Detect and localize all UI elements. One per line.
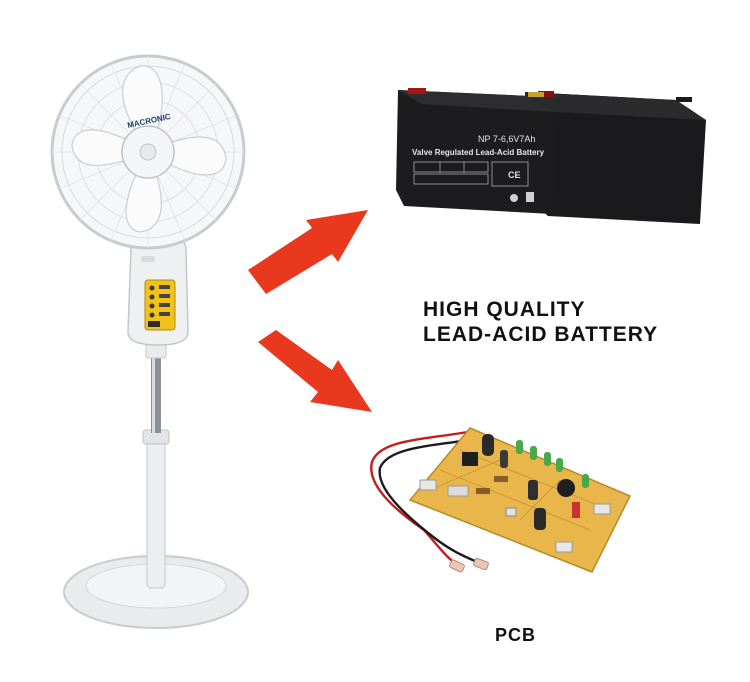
fan-pole-chrome	[151, 355, 161, 433]
battery-front: NP 7-6,6V7Ah Valve Regulated Lead-Acid B…	[396, 88, 556, 214]
pcb-components	[419, 434, 611, 553]
fan-pole-lower	[146, 437, 166, 589]
arrow-to-pcb-icon	[258, 330, 372, 412]
arrow-to-battery-icon	[248, 210, 368, 294]
battery-type-label: Valve Regulated Lead-Acid Battery	[412, 148, 545, 157]
battery-model-label: NP 7-6,6V7Ah	[478, 134, 535, 144]
battery-back	[525, 91, 706, 224]
svg-text:CE: CE	[508, 170, 521, 180]
stand-fan: MACRONIC	[50, 54, 249, 629]
pcb-caption: PCB	[495, 625, 537, 645]
battery-caption-line-2: LEAD-ACID BATTERY	[423, 323, 659, 346]
lead-acid-batteries: NP 7-6,6V7Ah Valve Regulated Lead-Acid B…	[396, 88, 706, 224]
battery-caption-line-1: HIGH QUALITY	[423, 298, 586, 321]
pcb-wire-red	[370, 430, 469, 568]
pcb-wire-black	[378, 438, 483, 566]
battery-cert-icons: CE	[508, 170, 534, 202]
pcb-board	[370, 427, 632, 573]
